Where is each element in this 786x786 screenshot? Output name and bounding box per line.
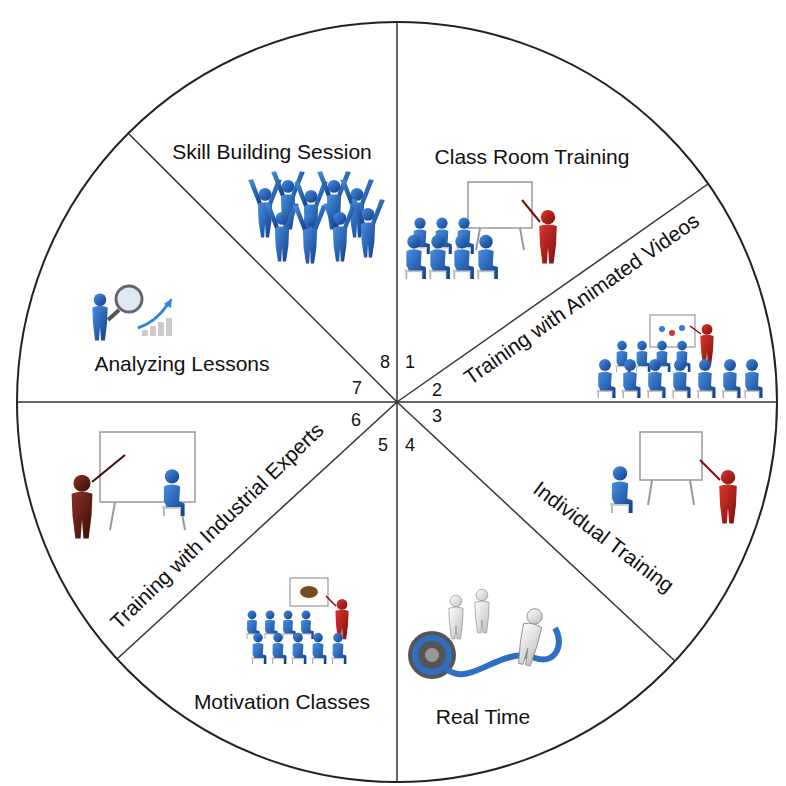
callout-number: 2 [432,381,442,399]
callout-number: 6 [351,411,361,429]
sector-label: Analyzing Lessons [90,350,273,378]
callout-number: 3 [432,407,442,425]
sector-label: Skill Building Session [168,138,376,166]
callout-number: 1 [405,353,415,371]
sector-title: Analyzing Lessons [94,352,269,376]
sector-title: Motivation Classes [194,690,370,714]
callout-number: 8 [380,353,390,371]
callout-number: 7 [352,379,362,397]
callout-number: 5 [378,436,388,454]
callout-number: 4 [405,436,415,454]
sector-label: Real Time [432,703,535,731]
sector-title: Class Room Training [435,145,630,169]
sector-title: Real Time [436,705,531,729]
sector-label: Motivation Classes [190,688,374,716]
sector-label: Class Room Training [431,143,634,171]
sector-title: Skill Building Session [172,140,372,164]
